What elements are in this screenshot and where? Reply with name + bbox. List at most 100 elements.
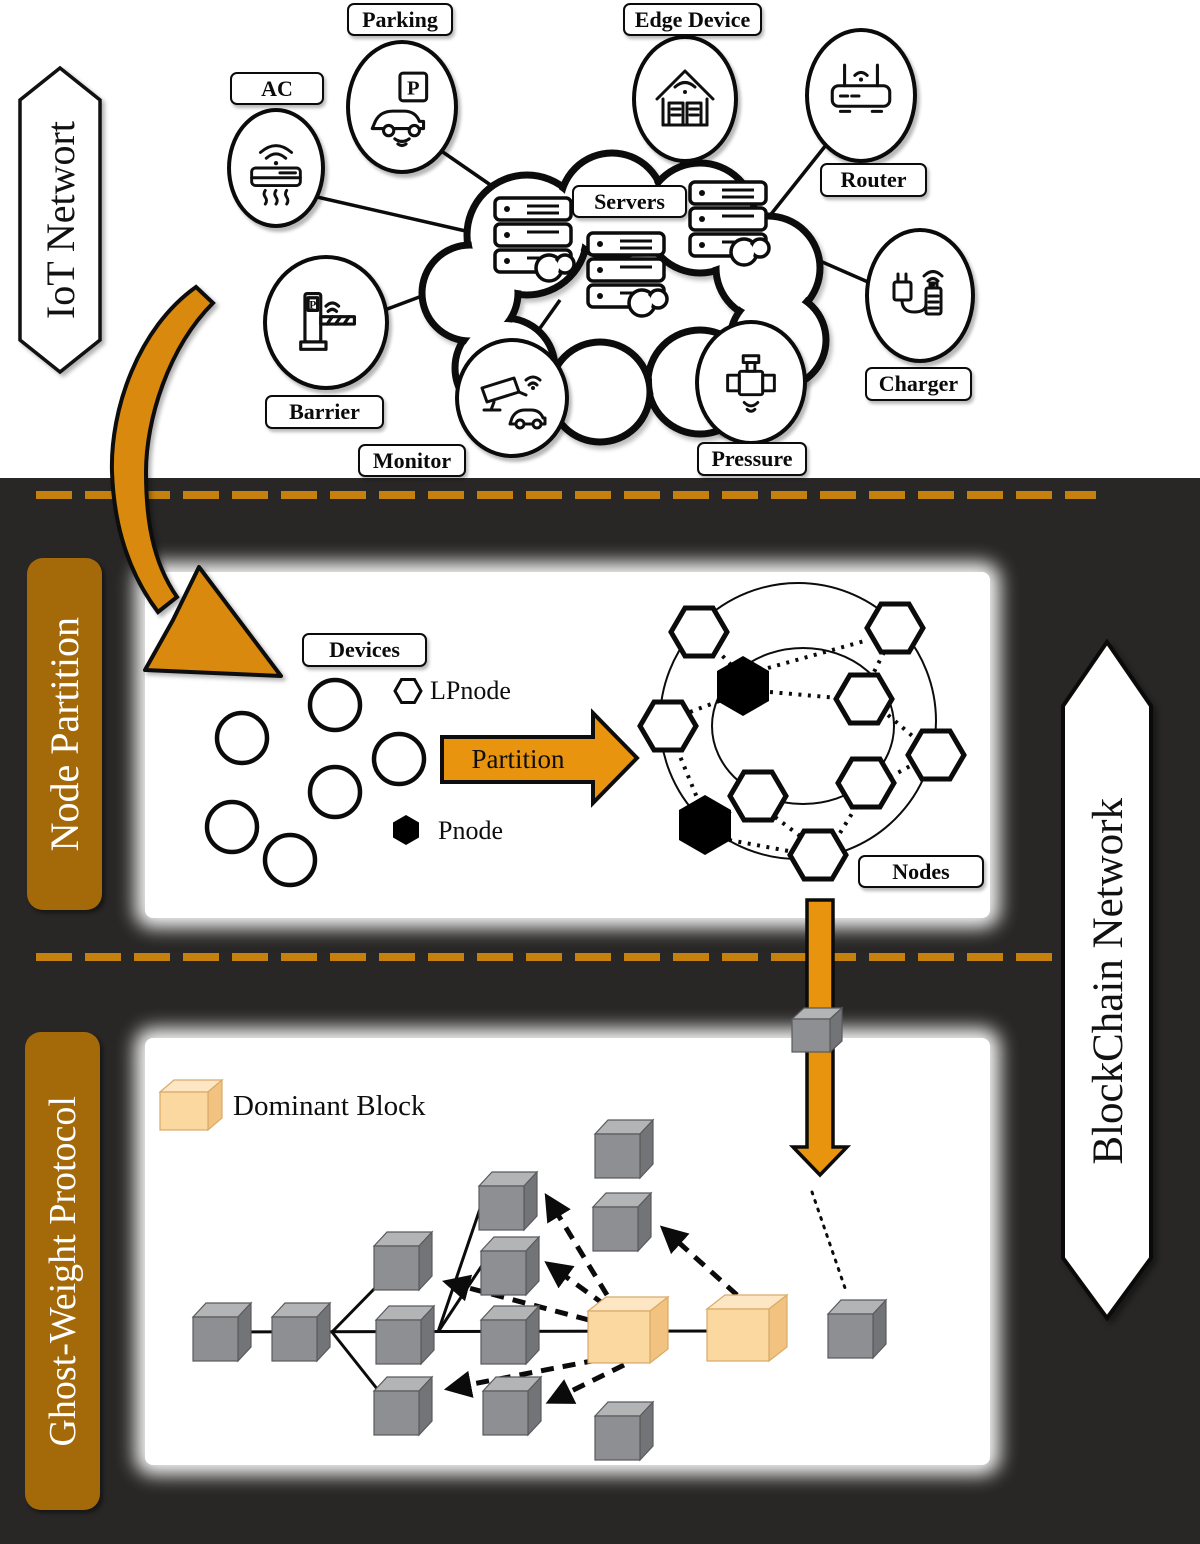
device-node-circle: [307, 764, 363, 820]
section-divider-dashed-bottom: [36, 953, 1058, 961]
parking-icon: P: [370, 71, 429, 148]
monitor-icon: [480, 375, 547, 430]
ac-label: AC: [230, 72, 324, 105]
lp-node-hex: [787, 828, 849, 882]
gray-block: [270, 1301, 332, 1363]
pressure-label: Pressure: [697, 442, 807, 476]
parking-label: Parking: [347, 3, 453, 36]
node-legend-icons: [393, 678, 423, 845]
new-block-cube-shape: [790, 1006, 844, 1054]
devices-label-text: Devices: [329, 637, 400, 662]
pressure-icon: [726, 353, 776, 413]
servers-icon: [493, 180, 771, 318]
dominant-block: [705, 1293, 789, 1363]
blockchain-network-banner: BlockChain Network: [1054, 636, 1162, 1326]
iot-network-links-and-cloud: [316, 138, 869, 446]
p-node-hex: [679, 795, 731, 855]
router-device-circle: [805, 28, 917, 163]
edge-device-icon: [655, 69, 715, 127]
gray-block: [372, 1230, 434, 1292]
lp-node-hex: [835, 756, 897, 810]
gray-block: [826, 1298, 888, 1360]
device-node-circle: [204, 799, 260, 855]
monitor-label-text: Monitor: [372, 447, 452, 473]
new-block-cube: [790, 1006, 844, 1054]
servers-label: Servers: [572, 185, 687, 218]
barrier-label-text: Barrier: [289, 399, 360, 424]
devices-label: Devices: [302, 633, 427, 667]
device-node-circle: [307, 677, 363, 733]
gray-block: [191, 1301, 253, 1363]
gray-block: [481, 1375, 543, 1437]
barrier-label: Barrier: [265, 395, 384, 429]
section-divider-dashed-top: [36, 491, 1096, 499]
lp-node-hex: [905, 728, 967, 782]
pressure-label-text: Pressure: [711, 446, 793, 471]
device-nodes: [204, 677, 427, 888]
ghost-reference-arrows: [442, 1192, 739, 1404]
pnode-legend-label: Pnode: [438, 816, 503, 845]
partitioned-nodes: [637, 601, 967, 882]
pressure-device-circle: [695, 320, 807, 445]
ac-label-text: AC: [261, 75, 293, 101]
dominant-block-legend-icon: [158, 1078, 224, 1132]
pnode-legend-icon: [393, 815, 419, 845]
ghost-protocol-side-label-text: Ghost-Weight Protocol: [41, 1095, 84, 1447]
gray-block: [479, 1304, 541, 1366]
p-node-hex: [717, 656, 769, 716]
servers-label-text: Servers: [594, 188, 665, 214]
monitor-device-circle: [455, 338, 569, 458]
server-stack-icon: [688, 180, 771, 267]
dominant-block-legend-label: Dominant Block: [233, 1090, 426, 1122]
iot-network-banner-label: IoT Networt: [37, 120, 83, 320]
lpnode-legend-label: LPnode: [430, 676, 511, 705]
charger-label: Charger: [865, 367, 972, 401]
ghost-weight-dag: [158, 1078, 888, 1462]
barrier-icon: P: [299, 291, 356, 351]
ac-icon: [250, 144, 302, 206]
dominant-block: [586, 1295, 670, 1365]
ac-device-circle: [227, 108, 325, 228]
charger-icon: [892, 269, 944, 315]
lp-node-hex: [727, 769, 789, 823]
lp-node-hex: [637, 699, 699, 753]
barrier-p-glyph: P: [309, 298, 316, 311]
gray-block: [477, 1170, 539, 1232]
gray-block: [479, 1235, 541, 1297]
parking-label-text: Parking: [362, 6, 438, 32]
gray-block: [374, 1304, 436, 1366]
router-label: Router: [820, 163, 927, 197]
gray-block: [372, 1375, 434, 1437]
parking-p-glyph: P: [407, 78, 420, 100]
router-icon: [830, 63, 892, 113]
edge-device-circle: [632, 35, 738, 163]
nodes-to-ghost-arrow: [788, 898, 852, 1290]
nodes-label: Nodes: [858, 855, 984, 888]
iot-network-banner-shape: [18, 65, 102, 375]
lp-node-hex: [668, 605, 730, 659]
server-stack-icon: [586, 231, 669, 318]
charger-label-text: Charger: [878, 371, 959, 396]
ghost-protocol-side-label: Ghost-Weight Protocol: [25, 1032, 100, 1510]
barrier-device-circle: P: [263, 255, 389, 390]
gray-block: [591, 1191, 653, 1253]
blockchain-network-banner-label: BlockChain Network: [1084, 797, 1132, 1165]
parking-device-circle: P: [346, 40, 458, 174]
node-partition-side-label: Node Partition: [27, 558, 102, 910]
lp-node-hex: [833, 672, 895, 726]
device-node-circle: [371, 731, 427, 787]
edge-device-label: Edge Device: [623, 3, 762, 36]
router-label-text: Router: [840, 167, 907, 192]
device-node-circle: [214, 710, 270, 766]
lpnode-legend-icon: [393, 678, 423, 704]
partition-arrow-label: Partition: [471, 744, 565, 774]
iot-to-partition-arrow: [109, 284, 283, 678]
monitor-label: Monitor: [358, 444, 466, 477]
node-partition-diagram: [204, 582, 967, 888]
blocks: [158, 1078, 888, 1462]
gray-block: [593, 1400, 655, 1462]
partition-arrow: [440, 708, 640, 808]
gray-block: [593, 1118, 655, 1180]
blockchain-network-banner-shape: [1061, 638, 1153, 1322]
